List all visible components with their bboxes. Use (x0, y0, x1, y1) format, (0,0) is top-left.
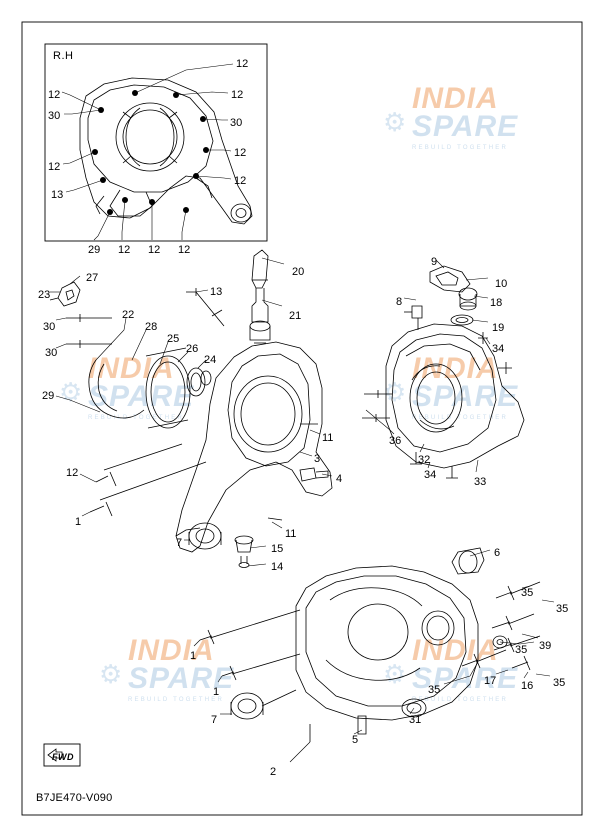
callout-number: 3 (314, 453, 321, 465)
callout-number: 12 (66, 467, 79, 479)
callout-number: 35 (553, 677, 566, 689)
callout-number: 12 (148, 244, 161, 256)
callout-number: 33 (474, 476, 487, 488)
callout-number: 12 (48, 161, 61, 173)
callout-number: 1 (75, 516, 82, 528)
callout-number: 11 (322, 432, 334, 444)
callout-number: 30 (230, 117, 243, 129)
callout-number: 15 (271, 543, 284, 555)
callout-number: 12 (118, 244, 131, 256)
watermark-icon-top: ⚙ (383, 107, 407, 137)
callout-number: 8 (396, 296, 403, 308)
callout-number: 10 (495, 278, 508, 290)
callout-number: 12 (236, 58, 249, 70)
callout-number: 12 (48, 89, 61, 101)
callout-number: 23 (38, 289, 51, 301)
callout-number: 35 (521, 587, 534, 599)
callout-number: 2 (270, 766, 277, 778)
callout-number: 24 (204, 354, 217, 366)
callout-number: 14 (271, 561, 284, 573)
callout-number: 31 (409, 714, 422, 726)
callout-number: 13 (210, 286, 223, 298)
watermark-icon-bottom-right: ⚙ (383, 659, 407, 689)
callout-number: 12 (234, 175, 247, 187)
callout-number: 1 (213, 686, 220, 698)
callout-number: 29 (88, 244, 101, 256)
callout-number: 36 (389, 435, 402, 447)
callout-number: 39 (539, 640, 552, 652)
callout-number: 26 (186, 343, 199, 355)
callout-number: 11 (285, 528, 297, 540)
part-code: B7JE470-V090 (36, 792, 113, 804)
callout-number: 7 (211, 714, 218, 726)
callout-number: 13 (51, 189, 64, 201)
callout-number: 17 (484, 675, 497, 687)
callout-number: 34 (492, 343, 505, 355)
callout-number: 12 (178, 244, 191, 256)
callout-number: 30 (48, 110, 61, 122)
callout-number: 12 (234, 147, 247, 159)
watermark-icon-mid: ⚙ (383, 377, 407, 407)
callout-number: 28 (145, 321, 158, 333)
callout-number: 16 (521, 680, 534, 692)
callout-number: 21 (289, 310, 302, 322)
callout-number: 18 (490, 297, 503, 309)
callout-number: 29 (42, 390, 55, 402)
callout-number: 5 (352, 734, 359, 746)
callout-number: 35 (556, 603, 569, 615)
watermark-icon-bottom-left: ⚙ (99, 659, 123, 689)
callout-number: 25 (167, 333, 180, 345)
callout-number: 27 (86, 272, 99, 284)
watermark-icon-left: ⚙ (59, 377, 83, 407)
callout-number: 9 (431, 256, 438, 268)
callout-number: 7 (176, 537, 183, 549)
callout-number: 32 (418, 454, 431, 466)
callout-number: 1 (190, 650, 197, 662)
callout-number: 6 (494, 547, 501, 559)
callout-number: 20 (292, 266, 305, 278)
callout-number: 22 (122, 309, 135, 321)
inset-label-rh: R.H (53, 50, 74, 62)
callout-number: 30 (43, 321, 56, 333)
callout-number: 34 (424, 469, 437, 481)
callout-number: 35 (515, 644, 528, 656)
callout-number: 35 (428, 684, 441, 696)
callout-number: 19 (492, 322, 505, 334)
callout-number: 30 (45, 347, 58, 359)
fwd-marker-label: FWD (52, 752, 74, 762)
callout-number: 4 (336, 473, 343, 485)
callout-number: 12 (231, 89, 244, 101)
